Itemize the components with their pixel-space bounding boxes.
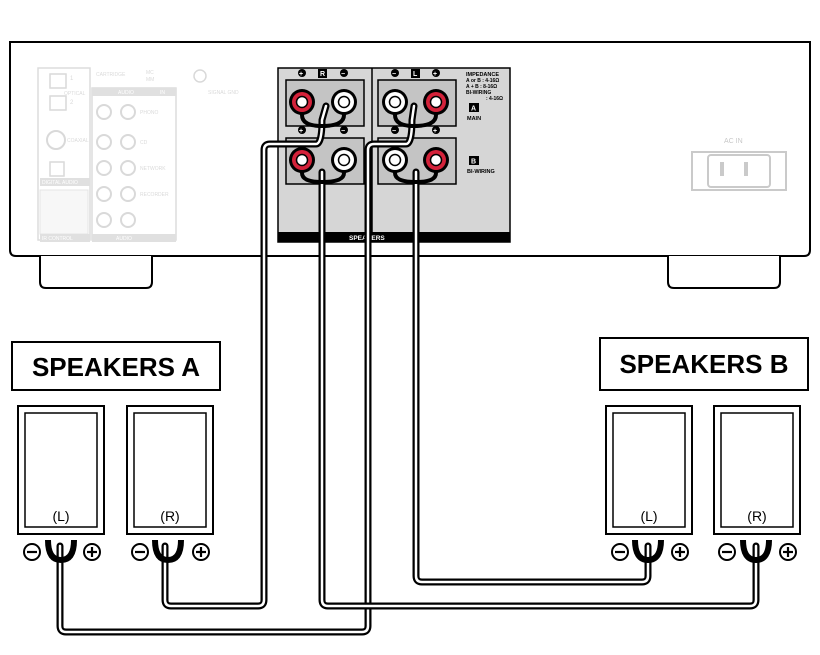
faded-io-section: 1 2 OPTICAL COAXIAL DIGITAL AUDIO IR CON… xyxy=(37,67,239,242)
speakers-b-group: SPEAKERS B (L) (R) xyxy=(599,337,809,564)
speakers-b-title: SPEAKERS B xyxy=(619,349,788,379)
right-foot xyxy=(667,256,781,289)
bi-wiring-label: BI-WIRING xyxy=(467,169,495,175)
post-l-bi-plus xyxy=(423,147,449,173)
recorder-label: RECORDER xyxy=(140,192,169,198)
post-r-main-minus xyxy=(331,89,357,115)
speaker-a-right-label: (R) xyxy=(160,508,179,524)
l-mid-plus: + xyxy=(433,128,437,135)
r-top-minus: − xyxy=(341,71,345,78)
speaker-b-left: (L) xyxy=(605,405,693,564)
l-top-minus: − xyxy=(392,71,396,78)
impedance-a-or-b: A or B : 4-16Ω xyxy=(466,78,499,84)
audio-in-label: AUDIO xyxy=(118,90,134,96)
digital-audio-label: DIGITAL AUDIO xyxy=(42,180,78,186)
post-l-bi-minus xyxy=(382,147,408,173)
mc-label: MC xyxy=(146,70,154,76)
post-r-main-plus xyxy=(289,89,315,115)
cd-label: CD xyxy=(140,140,148,146)
speaker-a-left-label: (L) xyxy=(52,508,69,524)
impedance-a-plus-b: A + B : 8-16Ω xyxy=(466,84,497,90)
post-r-bi-minus xyxy=(331,147,357,173)
port2-label: 2 xyxy=(70,100,74,106)
speaker-a-right-terminals xyxy=(131,543,210,561)
speaker-cables xyxy=(56,102,760,636)
cartridge-label: CARTRIDGE xyxy=(96,72,126,78)
r-top-plus: + xyxy=(299,71,303,78)
speakers-a-title: SPEAKERS A xyxy=(32,352,200,382)
post-l-main-plus xyxy=(423,89,449,115)
optical-label: OPTICAL xyxy=(64,91,86,97)
port1-label: 1 xyxy=(70,76,74,82)
l-mid-minus: − xyxy=(392,128,396,135)
main-label: MAIN xyxy=(467,116,481,122)
speaker-a-left: (L) xyxy=(17,405,105,564)
badge-a: A xyxy=(471,106,476,113)
ir-control-label: IR CONTROL xyxy=(42,236,73,242)
audio-out-label: AUDIO xyxy=(116,236,132,242)
speaker-b-right-label: (R) xyxy=(747,508,766,524)
signal-gnd-screw xyxy=(193,69,207,83)
speakers-a-group: SPEAKERS A (L) (R) xyxy=(11,341,221,564)
ac-inlet: AC IN xyxy=(691,138,787,191)
speaker-a-left-terminals xyxy=(23,543,101,561)
l-badge: L xyxy=(413,71,418,78)
bi-wiring-title: BI-WIRING xyxy=(466,90,491,96)
speaker-b-right-terminals xyxy=(718,543,797,561)
speaker-b-right: (R) xyxy=(713,405,801,564)
mm-label: MM xyxy=(146,77,154,83)
l-top-plus: + xyxy=(433,71,437,78)
bi-wiring-value: : 4-16Ω xyxy=(486,96,503,102)
post-l-main-minus xyxy=(382,89,408,115)
r-mid-plus: + xyxy=(299,128,303,135)
left-foot xyxy=(39,256,153,289)
coaxial-jack xyxy=(46,130,66,150)
impedance-title: IMPEDANCE xyxy=(466,72,499,78)
badge-b: B xyxy=(471,159,476,166)
optical-port-1 xyxy=(49,73,67,89)
coaxial-label: COAXIAL xyxy=(67,138,89,144)
ac-in-label: AC IN xyxy=(724,138,743,145)
speaker-b-left-label: (L) xyxy=(640,508,657,524)
speaker-a-right: (R) xyxy=(126,405,214,564)
network-label: NETWORK xyxy=(140,166,166,172)
post-r-bi-plus xyxy=(289,147,315,173)
signal-gnd-label: SIGNAL GND xyxy=(208,90,239,96)
r-badge: R xyxy=(320,71,325,78)
r-mid-minus: − xyxy=(341,128,345,135)
audio-in-badge: IN xyxy=(160,90,165,96)
speaker-b-left-terminals xyxy=(611,543,689,561)
phono-label: PHONO xyxy=(140,110,158,116)
optical-port-2 xyxy=(49,95,67,111)
binding-posts xyxy=(289,89,449,185)
